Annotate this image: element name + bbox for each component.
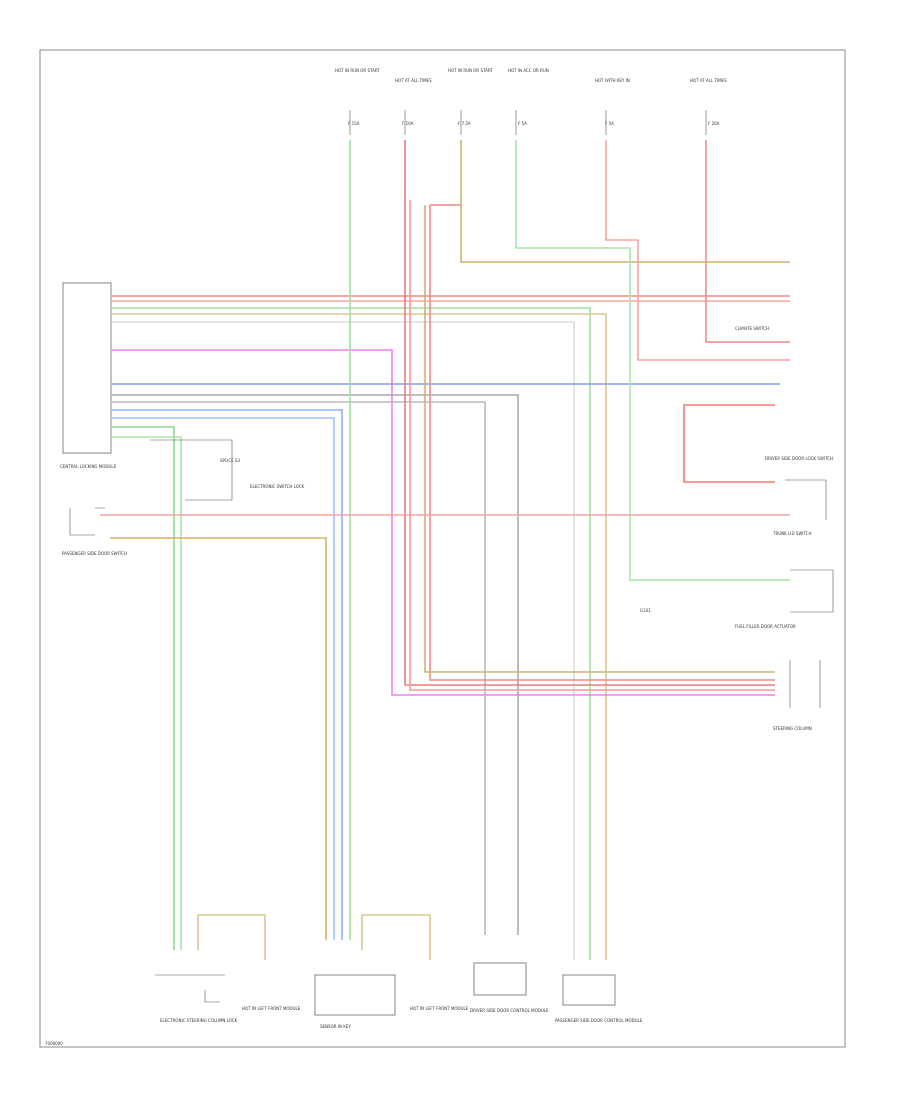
tail-switch-label: ELECTRONIC SWITCH LOCK bbox=[250, 484, 305, 489]
wire-magenta-1 bbox=[111, 349, 775, 696]
top-label-2-sub: F 10A bbox=[402, 121, 414, 126]
bottom-comp-2-box bbox=[314, 974, 396, 1016]
bottom-components: ELECTRONIC STEERING COLUMN LOCK HOT IN L… bbox=[155, 914, 643, 1029]
right-switch-loop bbox=[100, 404, 834, 708]
bottom-comp-1b-label: HOT IN LEFT FRONT MODULE bbox=[242, 1006, 301, 1011]
bottom-comp-3-box bbox=[473, 962, 527, 996]
wire-gray-2 bbox=[111, 394, 519, 935]
wire-green-3 bbox=[111, 436, 182, 950]
right-box-1 bbox=[785, 479, 827, 520]
right-conn-2-label: DRIVER SIDE DOOR LOCK SWITCH bbox=[765, 456, 833, 461]
top-label-4: HOT IN ACC OR RUN bbox=[508, 68, 549, 73]
wire-blue-2 bbox=[111, 409, 343, 940]
diagram-frame bbox=[39, 49, 846, 1048]
right-conn-3-label: TRUNK LID SWITCH bbox=[772, 531, 811, 536]
loop-red bbox=[683, 404, 775, 483]
door-switch-wire bbox=[110, 537, 327, 940]
central-locking-module bbox=[62, 282, 112, 454]
wire-tan-1 bbox=[111, 313, 607, 960]
door-switch-symbol bbox=[69, 507, 105, 536]
top-label-4-sub: F 5A bbox=[518, 121, 527, 126]
supply-red-1 bbox=[404, 140, 775, 686]
bottom-tan-loop-1 bbox=[197, 914, 266, 960]
right-box-2 bbox=[790, 569, 834, 613]
wire-green-2 bbox=[111, 426, 175, 950]
main-module-label: CENTRAL LOCKING MODULE bbox=[60, 464, 117, 469]
bottom-comp-1-box bbox=[155, 974, 225, 1003]
right-box-3 bbox=[789, 660, 821, 708]
supply-tan-2 bbox=[424, 205, 775, 673]
top-label-3-sub: F 7.5A bbox=[458, 121, 471, 126]
bottom-comp-4-box bbox=[562, 974, 616, 1006]
supply-tan bbox=[460, 140, 790, 263]
right-conn-5-label: STEERING COLUMN bbox=[773, 726, 812, 731]
bottom-tan-loop-2 bbox=[361, 914, 431, 960]
wire-green-1 bbox=[111, 307, 591, 960]
top-label-2: HOT AT ALL TIMES bbox=[395, 78, 432, 83]
top-label-6: HOT AT ALL TIMES bbox=[690, 78, 727, 83]
top-label-5: HOT WITH KEY IN bbox=[595, 78, 630, 83]
supply-red-3 bbox=[429, 204, 775, 681]
ground-label: G101 bbox=[640, 608, 651, 613]
supply-green-2 bbox=[515, 140, 790, 581]
bottom-comp-3-label: DRIVER SIDE DOOR CONTROL MODULE bbox=[470, 1008, 549, 1013]
bottom-comp-2b-label: HOT IN LEFT FRONT MODULE bbox=[410, 1006, 469, 1011]
top-label-1-sub: F 15A bbox=[348, 121, 360, 126]
bottom-comp-1-label: ELECTRONIC STEERING COLUMN LOCK bbox=[160, 1018, 238, 1023]
top-label-1: HOT IN RUN OR START bbox=[335, 68, 380, 73]
top-label-6-sub: F 20A bbox=[708, 121, 720, 126]
supply-wires bbox=[349, 140, 790, 940]
supply-red-4 bbox=[605, 140, 790, 361]
fuse-symbols bbox=[349, 110, 707, 135]
supply-red-5 bbox=[705, 140, 790, 343]
bottom-comp-2-label: SENSOR IN KEY bbox=[320, 1024, 351, 1029]
footer-code: 7000000 bbox=[45, 1041, 63, 1046]
wire-gray-3 bbox=[111, 401, 486, 935]
module-aux-box bbox=[150, 439, 233, 501]
wire-gray-1 bbox=[111, 321, 575, 960]
bottom-comp-4-label: PASSENGER SIDE DOOR CONTROL MODULE bbox=[555, 1018, 643, 1023]
right-conn-4-label: FUEL FILLER DOOR ACTUATOR bbox=[735, 624, 796, 629]
supply-red-2 bbox=[409, 200, 775, 691]
wire-blue-3 bbox=[111, 417, 335, 940]
door-switch-label: PASSENGER SIDE DOOR SWITCH bbox=[62, 551, 127, 556]
splice-label: SPLICE S3 bbox=[220, 458, 240, 463]
top-label-3: HOT IN RUN OR START bbox=[448, 68, 493, 73]
right-conn-1-label: CLIMATE SWITCH bbox=[735, 326, 769, 331]
top-fuse-labels: HOT IN RUN OR START F 15A HOT AT ALL TIM… bbox=[335, 68, 727, 126]
top-label-5-sub: F 5A bbox=[605, 121, 614, 126]
module-wires bbox=[111, 295, 790, 960]
